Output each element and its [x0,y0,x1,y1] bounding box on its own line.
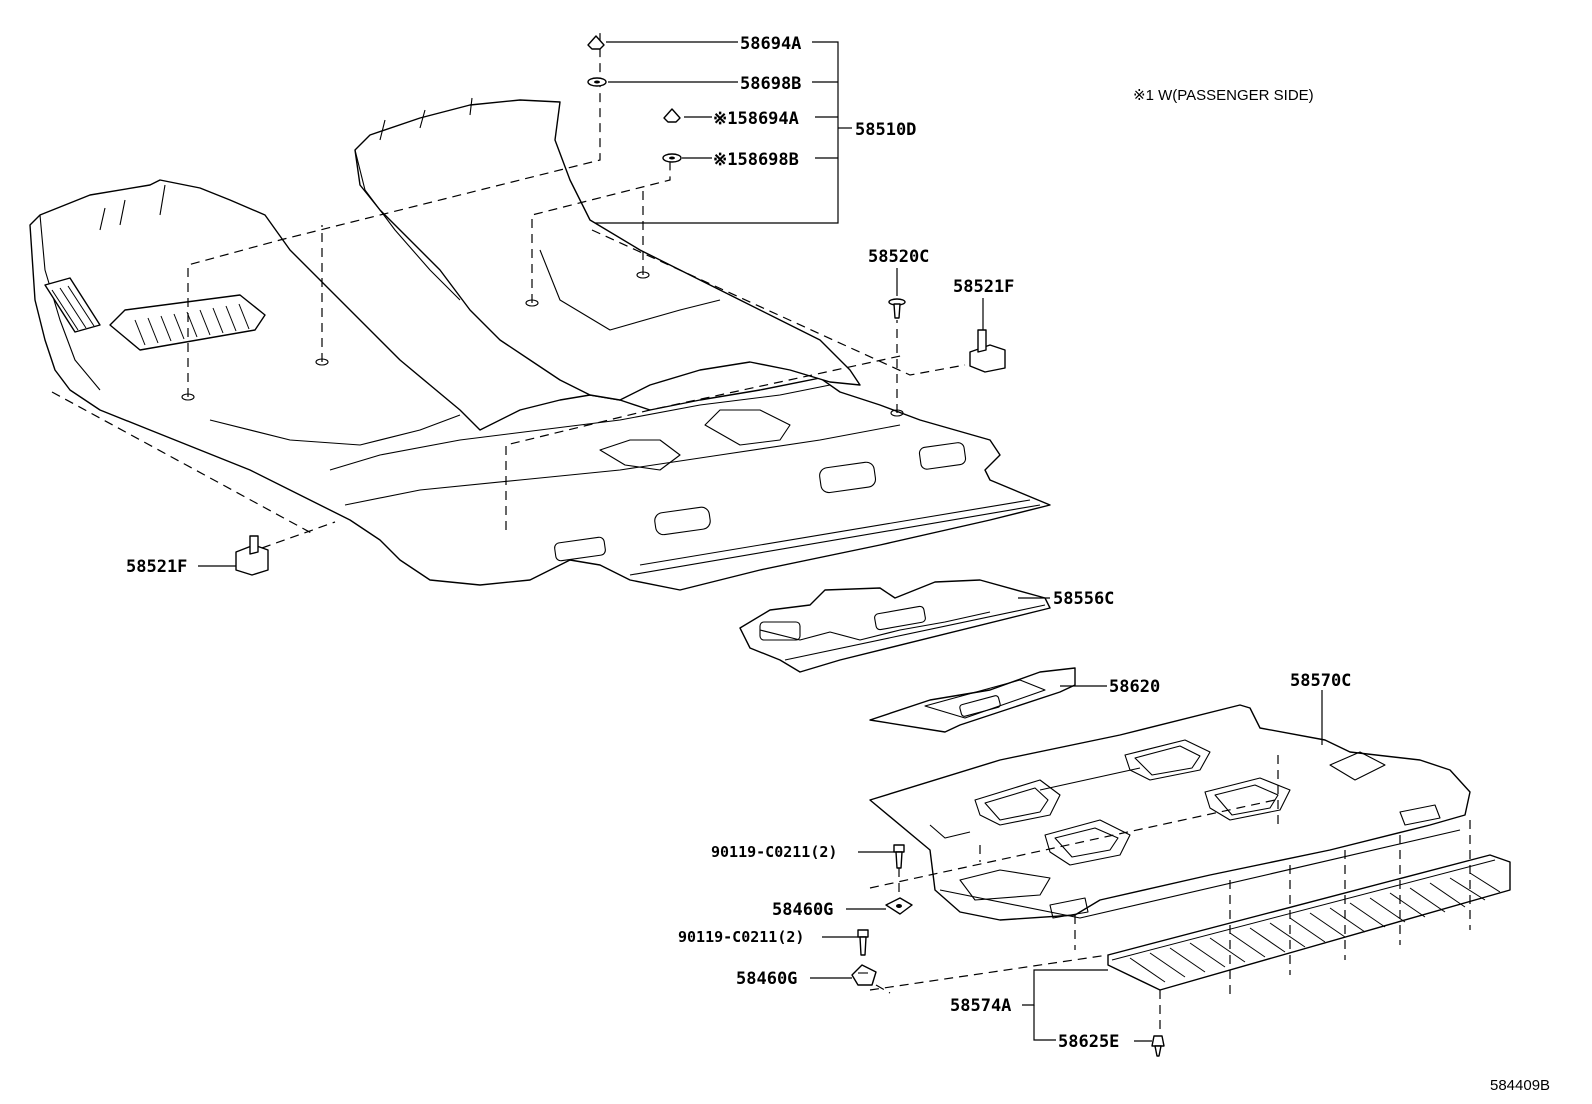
label-58570C: 58570C [1290,671,1351,691]
label-58510D: 58510D [855,120,916,140]
bolt-90119-lower-icon [857,929,869,956]
nut-58460G-upper-icon [885,897,913,915]
part-58574A [1107,854,1511,991]
part-58570C [869,704,1471,921]
diagram-reference: 584409B [1490,1077,1550,1094]
bolt-90119-upper-icon [893,844,905,869]
clip-58694A-icon [587,35,605,50]
label-58694A-top: 58694A [740,34,801,54]
label-58556C: 58556C [1053,589,1114,609]
nut-58460G-lower-icon [851,964,877,986]
label-58521F-right: 58521F [953,277,1014,297]
hook-58521F-left-icon [235,535,269,576]
label-58620: 58620 [1109,677,1160,697]
front-floor-carpet [29,97,1051,591]
label-58460G-lower: 58460G [736,969,797,989]
label-58698B-passenger: ※158698B [713,150,799,170]
legend-note: ※1 W(PASSENGER SIDE) [1133,87,1314,104]
label-58460G-upper: 58460G [772,900,833,920]
clip-58625E-icon [1151,1035,1165,1057]
washer-58698B-ps-icon [662,153,682,163]
label-90119-upper: 90119-C0211(2) [711,843,837,861]
clip-58694A-ps-icon [663,108,681,123]
pin-58520C-icon [888,298,906,319]
label-58521F-left: 58521F [126,557,187,577]
label-58694A-passenger: ※158694A [713,109,799,129]
washer-58698B-icon [587,77,607,87]
label-90119-lower: 90119-C0211(2) [678,928,804,946]
part-58620 [869,667,1076,733]
label-58574A: 58574A [950,996,1011,1016]
label-58520C: 58520C [868,247,929,267]
label-58625E: 58625E [1058,1032,1119,1052]
label-58698B-top: 58698B [740,74,801,94]
hook-58521F-right-icon [969,329,1006,373]
part-58556C [739,579,1051,673]
